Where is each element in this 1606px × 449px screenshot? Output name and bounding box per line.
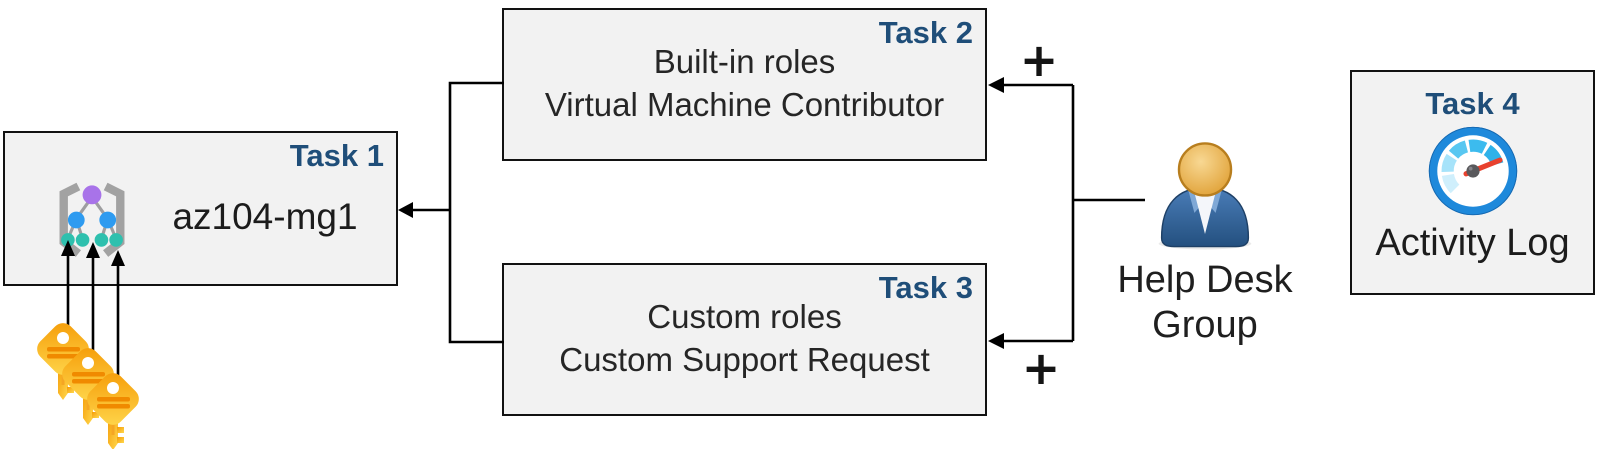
gauge-icon <box>1428 126 1517 216</box>
task2-label: Task 2 <box>878 15 973 50</box>
help-desk-line1: Help Desk <box>1117 259 1293 301</box>
management-group-name: az104-mg1 <box>172 196 358 237</box>
task2-line1: Built-in roles <box>653 43 836 80</box>
task3-line2: Custom Support Request <box>559 341 930 378</box>
help-desk-line2: Group <box>1152 304 1258 346</box>
task3-line1: Custom roles <box>647 298 842 335</box>
help-desk-group: Help Desk Group <box>1115 138 1295 348</box>
task2-box: Task 2 Built-in roles Virtual Machine Co… <box>502 8 987 161</box>
plus-icon: + <box>1019 33 1059 87</box>
task1-label: Task 1 <box>289 138 384 173</box>
task4-label: Task 4 <box>1425 86 1520 121</box>
user-icon <box>1158 142 1252 250</box>
key-icons <box>32 318 144 449</box>
arrowheads <box>61 77 1004 349</box>
task4-box: Task 4 Activity Log <box>1350 70 1595 295</box>
task2-line2: Virtual Machine Contributor <box>544 86 945 123</box>
activity-log-caption: Activity Log <box>1375 222 1570 264</box>
task3-box: Task 3 Custom roles Custom Support Reque… <box>502 263 987 416</box>
task2-text: Built-in roles Virtual Machine Contribut… <box>504 40 985 126</box>
management-group-icon <box>59 182 125 257</box>
help-desk-group-label: Help Desk Group <box>1117 258 1292 348</box>
plus-icon: + <box>1021 341 1061 395</box>
task3-label: Task 3 <box>878 270 973 305</box>
left-bracket-connector <box>448 81 504 344</box>
task3-text: Custom roles Custom Support Request <box>504 295 985 381</box>
